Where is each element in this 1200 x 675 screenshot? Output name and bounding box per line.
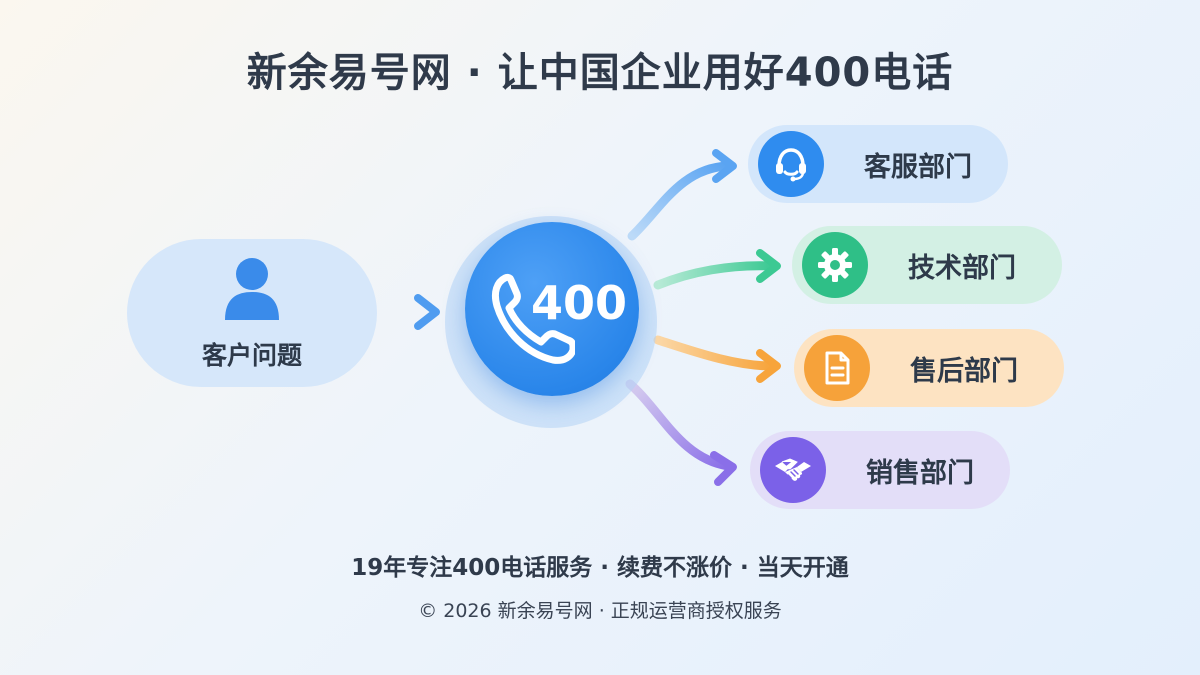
customer-label: 客户问题 bbox=[201, 341, 302, 370]
document-icon bbox=[825, 351, 850, 385]
arrow-to-sales bbox=[625, 379, 737, 486]
dept-label: 售后部门 bbox=[910, 355, 1018, 387]
dept-label: 销售部门 bbox=[866, 457, 974, 489]
dept-customer-service: 客服部门 bbox=[748, 125, 1008, 203]
footer-copyright: © 2026 新余易号网 · 正规运营商授权服务 bbox=[418, 600, 782, 622]
arrow-to-technical bbox=[653, 249, 781, 290]
phone-icon bbox=[491, 273, 575, 364]
arrow-to-customer-service bbox=[627, 149, 737, 241]
dept-label: 客服部门 bbox=[864, 151, 972, 183]
dept-sales: 销售部门 bbox=[750, 431, 1010, 509]
dept-icon-circle bbox=[804, 335, 870, 401]
handshake-icon bbox=[775, 458, 811, 481]
arrow-to-after-sales bbox=[653, 335, 781, 383]
dept-icon-circle bbox=[802, 232, 868, 298]
dept-after-sales: 售后部门 bbox=[794, 329, 1064, 407]
dept-technical: 技术部门 bbox=[792, 226, 1062, 304]
page-title: 新余易号网 · 让中国企业用好400电话 bbox=[246, 50, 954, 96]
customer-node: 客户问题 bbox=[127, 239, 377, 387]
dept-icon-circle bbox=[760, 437, 826, 503]
dept-icon-circle bbox=[758, 131, 824, 197]
gear-icon bbox=[818, 248, 852, 282]
person-icon bbox=[225, 258, 279, 320]
footer-tagline: 19年专注400电话服务 · 续费不涨价 · 当天开通 bbox=[351, 555, 849, 581]
headset-icon bbox=[776, 148, 806, 182]
hub-number: 400 bbox=[531, 276, 628, 330]
dept-label: 技术部门 bbox=[908, 252, 1016, 284]
hub-400-node: 400 bbox=[465, 222, 639, 396]
